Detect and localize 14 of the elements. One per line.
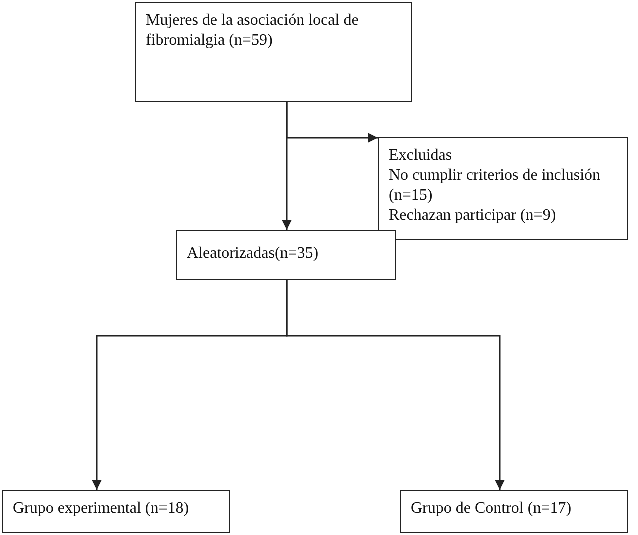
box-text: No cumplir criterios de inclusión (n=15)	[389, 166, 602, 206]
box-text: Rechazan participar (n=9)	[389, 206, 558, 226]
process-box	[135, 2, 412, 102]
box-text: Mujeres de la asociación local de fibromialgia (n=59)	[146, 11, 360, 51]
box-text: Grupo de Control (n=17)	[411, 499, 573, 519]
box-text: Grupo experimental (n=18)	[13, 499, 190, 519]
process-box	[400, 490, 628, 533]
arrow	[286, 280, 505, 490]
arrow	[286, 102, 378, 143]
process-box	[2, 490, 230, 533]
box-text: Excluidas	[389, 146, 454, 166]
box-text: Aleatorizadas(n=35)	[187, 244, 320, 264]
process-box	[176, 230, 396, 280]
process-box	[378, 137, 628, 240]
